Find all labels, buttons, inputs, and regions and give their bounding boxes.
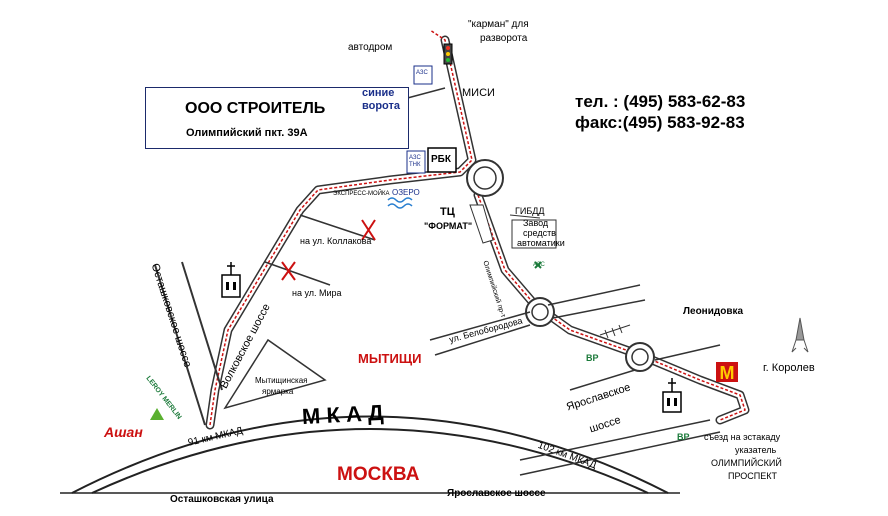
rbk-box xyxy=(427,147,457,173)
road-leonidovka xyxy=(547,284,641,306)
phone-number: тел. : (495) 583-62-83 xyxy=(575,92,746,111)
fax-number: факс:(495) 583-92-83 xyxy=(575,113,745,132)
roundabout-mid-inner xyxy=(531,303,549,321)
label-estakada-1: съезд на эстакаду xyxy=(704,432,781,442)
mkad-road xyxy=(71,415,669,494)
leroy-triangle xyxy=(150,408,164,420)
label-korolev: г. Королев xyxy=(763,362,815,374)
road-yaroslavskoe xyxy=(569,369,636,391)
road-ostashkovskoe-2 xyxy=(181,261,223,391)
label-gibdd: ГИБДД xyxy=(515,206,545,216)
company-name: ООО СТРОИТЕЛЬ xyxy=(185,100,326,117)
label-auchan: Ашан xyxy=(104,424,143,440)
gibdd-shape xyxy=(509,214,541,219)
label-vr-2: ВР xyxy=(677,432,690,442)
mkad-road-inner xyxy=(91,428,649,494)
road-belobordova xyxy=(429,311,531,341)
mcdonalds-bg xyxy=(716,362,738,382)
label-mkad: М К А Д xyxy=(301,399,385,430)
road-yaroslavskoe-low xyxy=(519,419,711,461)
gate-note-1: синие xyxy=(362,87,395,99)
label-azs-top: АЗС xyxy=(416,70,428,76)
label-ozero: ОЗЕРО xyxy=(392,188,420,197)
label-express-moika: ЭКСПРЕСС-МОЙКА xyxy=(333,191,390,197)
label-karman-2: разворота xyxy=(480,33,528,44)
church-icon-left xyxy=(221,262,241,298)
cross-kollakova xyxy=(361,219,376,241)
road-leonidovka-2 xyxy=(552,299,646,319)
label-estakada-4: ПРОСПЕКТ xyxy=(728,471,777,481)
label-zavod-3: автоматики xyxy=(517,238,565,248)
label-rbk: РБК xyxy=(431,154,451,165)
label-azs-tnk-1: АЗС xyxy=(409,155,421,161)
label-estakada-3: ОЛИМПИЙСКИЙ xyxy=(711,458,782,468)
label-zavod-2: средств xyxy=(523,228,556,238)
label-tc-1: ТЦ xyxy=(440,206,455,218)
label-azs-tnk-2: ТНК xyxy=(409,162,421,168)
tc-building xyxy=(469,204,494,244)
label-mytishchi: МЫТИЩИ xyxy=(358,351,422,366)
roundabout-top-inner xyxy=(473,166,497,190)
gate-note-2: ворота xyxy=(362,100,401,112)
road-belobordova-2 xyxy=(434,324,531,356)
label-moskva: МОСКВА xyxy=(337,464,420,485)
route-line xyxy=(209,29,746,426)
label-yarmarka-2: ярмарка xyxy=(262,387,294,396)
road-ostashkovskoe xyxy=(154,264,206,426)
azs-box-top xyxy=(413,65,433,85)
cross-mira xyxy=(281,261,296,281)
label-vr-1: ВР xyxy=(586,353,599,363)
road-yaroslavskoe-low-2 xyxy=(519,431,721,476)
label-leonidovka: Леонидовка xyxy=(683,306,744,317)
road-kollakova xyxy=(299,214,376,241)
lake-waves xyxy=(387,197,413,209)
church-icon-right xyxy=(662,378,682,413)
zavod-box xyxy=(511,219,557,249)
company-address: Олимпийский пкт. 39А xyxy=(186,127,308,139)
label-ostashkovskaya: Осташковская улица xyxy=(170,494,274,505)
roundabout-bot-inner xyxy=(631,348,649,366)
road-korolev xyxy=(654,344,721,361)
rocket-icon xyxy=(791,317,809,353)
rail-marks xyxy=(599,324,631,339)
label-kollakova: на ул. Коллакова xyxy=(300,236,372,246)
label-karman-1: "карман" для xyxy=(468,19,529,30)
label-yaroslavskoe-bottom: Ярославское шоссе xyxy=(447,488,546,499)
azs-small-mark xyxy=(534,261,542,269)
traffic-light-icon xyxy=(443,43,453,65)
label-azs-small: АЗС xyxy=(533,262,545,268)
label-zavod-1: Завод xyxy=(523,218,549,228)
label-tc-2: "ФОРМАТ" xyxy=(424,221,473,231)
road-mira xyxy=(264,261,331,286)
label-misi: МИСИ xyxy=(462,87,495,99)
label-mira: на ул. Мира xyxy=(292,288,342,298)
label-avtodrom: автодром xyxy=(348,42,393,53)
company-box xyxy=(145,87,409,149)
label-estakada-2: указатель xyxy=(735,445,777,455)
label-yarmarka-1: Мытищинская xyxy=(255,376,308,385)
mcdonalds-m: M xyxy=(720,363,735,383)
azs-tnk-box xyxy=(406,150,426,174)
yarmarka-shape xyxy=(223,338,327,410)
